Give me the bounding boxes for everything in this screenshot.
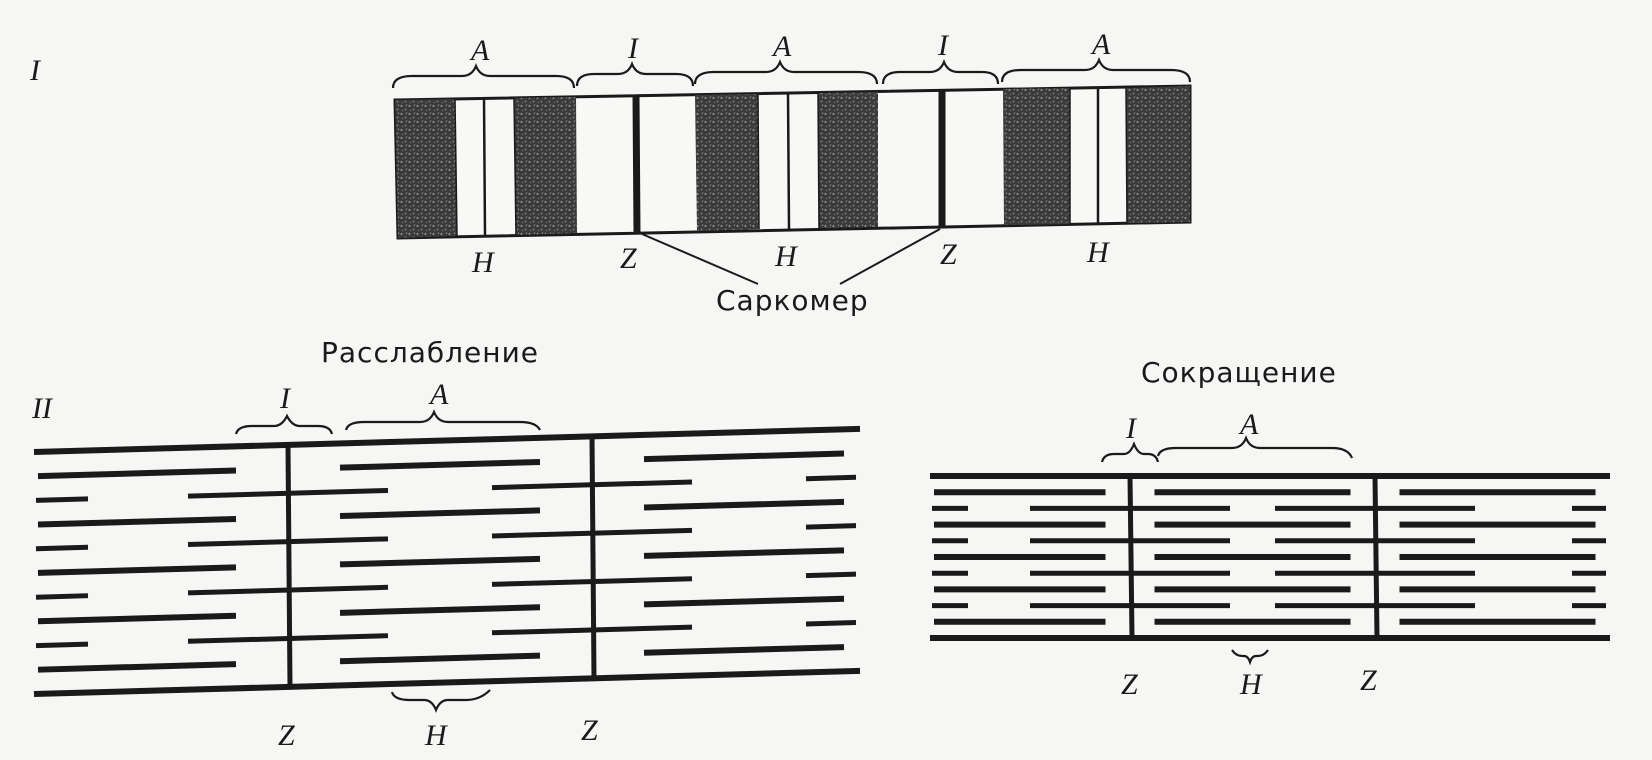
actin-filament <box>805 523 857 530</box>
actin-filament <box>491 624 693 636</box>
actin-filament <box>35 593 89 600</box>
z-line <box>285 444 293 687</box>
actin-filament <box>805 474 857 482</box>
relaxed-sarcomere <box>33 425 861 697</box>
label-z-2: Z <box>940 238 957 271</box>
relaxed-brace-i <box>234 413 334 435</box>
myosin-filament <box>339 604 541 616</box>
label-a-2: A <box>771 30 792 63</box>
actin-filament <box>187 633 389 644</box>
contracted-label-i: I <box>1125 412 1138 445</box>
contracted-brace-i <box>1100 441 1160 463</box>
myosin-filament <box>37 661 237 673</box>
myosin-filament <box>643 547 845 559</box>
actin-filament <box>805 571 857 579</box>
section-ii-numeral: II <box>31 392 54 425</box>
sarcomere-label: Саркомер <box>716 284 869 317</box>
myosin-filament <box>339 555 541 568</box>
relaxed-label-h: H <box>424 719 449 752</box>
contracted-brace-a <box>1156 435 1354 459</box>
actin-filament <box>491 527 693 539</box>
myosin-filament <box>339 507 541 520</box>
actin-filament <box>491 479 693 491</box>
z-line <box>589 436 597 679</box>
z-line <box>1127 475 1135 639</box>
contracted-label-z-left: Z <box>1121 668 1138 701</box>
contracted-title: Сокращение <box>1141 356 1337 389</box>
relaxed-title: Расслабление <box>321 336 539 369</box>
actin-filament <box>35 496 89 503</box>
sarcomere-pointer-left <box>641 233 759 285</box>
label-i-2: I <box>937 29 950 62</box>
myosin-filament <box>339 459 541 471</box>
relaxed-label-z-left: Z <box>278 719 295 752</box>
contracted-sarcomere <box>930 473 1610 641</box>
sarcomere-pointer-right <box>839 228 941 285</box>
contracted-label-h: H <box>1239 668 1264 701</box>
contracted-brace-h <box>1231 649 1269 666</box>
actin-filament <box>491 576 693 587</box>
relaxed-brace-a <box>344 409 541 431</box>
myosin-filament <box>37 612 237 625</box>
actin-filament <box>187 584 389 596</box>
contracted-label-a: A <box>1238 408 1259 441</box>
contracted-label-z-right: Z <box>1360 664 1377 697</box>
label-a-3: A <box>1090 28 1111 61</box>
actin-filament <box>35 544 89 552</box>
myosin-filament <box>37 467 237 480</box>
boundary-line-bottom <box>33 667 861 697</box>
label-h-2: H <box>774 240 799 273</box>
section-i-top-braces <box>391 57 1192 89</box>
label-z-1: Z <box>620 242 637 275</box>
relaxed-label-i: I <box>279 382 292 415</box>
relaxed-brace-h <box>390 689 491 713</box>
label-i-1: I <box>627 32 640 65</box>
label-h-1: H <box>471 246 496 279</box>
z-line <box>1372 475 1380 639</box>
myosin-filament <box>643 498 845 511</box>
relaxed-label-z-right: Z <box>581 714 598 747</box>
label-a-1: A <box>469 34 490 67</box>
actin-filament <box>35 641 89 649</box>
boundary-line-top <box>33 425 861 455</box>
label-h-3: H <box>1086 236 1111 269</box>
actin-filament <box>805 619 857 627</box>
actin-filament <box>187 487 389 499</box>
myosin-filament <box>37 564 237 576</box>
myosin-filament <box>643 644 845 656</box>
myosin-filament <box>643 450 845 463</box>
myosin-filament <box>339 652 541 665</box>
actin-filament <box>187 536 389 547</box>
striated-band <box>393 84 1192 240</box>
section-i-numeral: I <box>29 54 42 87</box>
myosin-filament <box>643 595 845 608</box>
relaxed-label-a: A <box>428 378 449 411</box>
myosin-filament <box>37 515 237 528</box>
